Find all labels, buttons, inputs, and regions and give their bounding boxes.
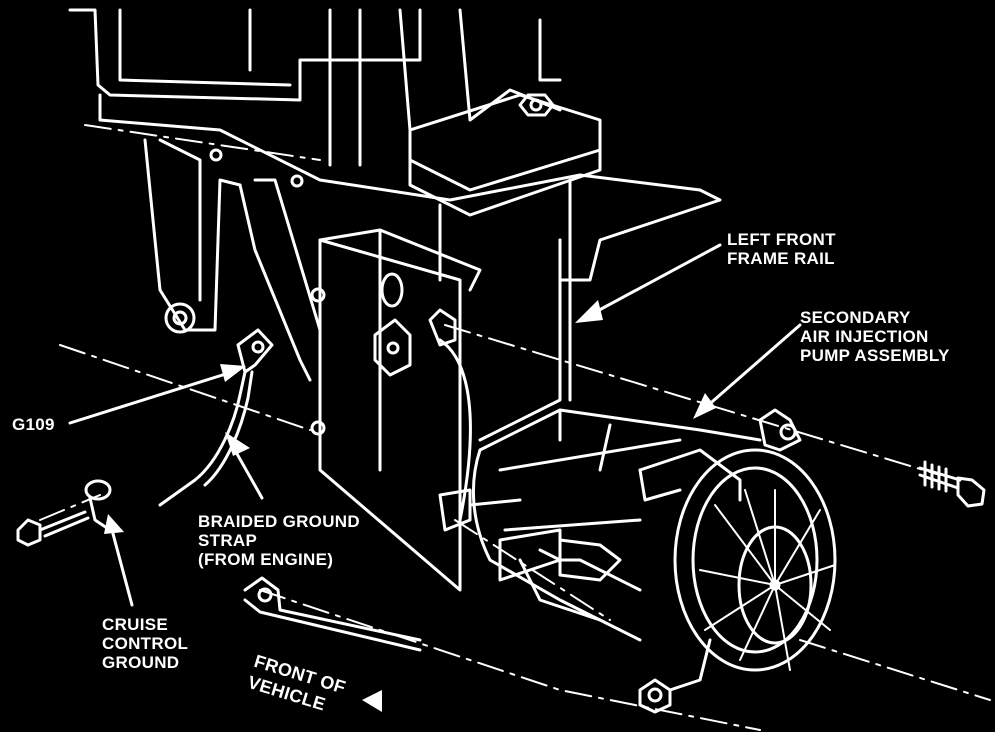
leader-arrows bbox=[68, 243, 802, 607]
right-bolt bbox=[918, 460, 986, 508]
label-line: FRAME RAIL bbox=[727, 249, 835, 268]
left-bracket bbox=[143, 138, 322, 382]
air-pump bbox=[472, 408, 837, 714]
upper-bracket bbox=[68, 8, 722, 282]
cruise-control-ground-label: CRUISE CONTROL GROUND bbox=[102, 615, 188, 672]
label-line: SECONDARY bbox=[800, 308, 911, 327]
label-line: BRAIDED GROUND bbox=[198, 512, 360, 531]
g109-terminal bbox=[158, 328, 274, 507]
left-front-frame-rail-label: LEFT FRONT FRAME RAIL bbox=[727, 230, 836, 268]
label-line: CRUISE bbox=[102, 615, 169, 634]
braided-ground-strap-label: BRAIDED GROUND STRAP (FROM ENGINE) bbox=[198, 512, 360, 569]
label-line: AIR INJECTION bbox=[800, 327, 929, 346]
secondary-air-pump-label: SECONDARY AIR INJECTION PUMP ASSEMBLY bbox=[800, 308, 950, 365]
g109-label: G109 bbox=[12, 415, 55, 434]
cruise-ground-terminal bbox=[16, 479, 112, 547]
top-bolt bbox=[518, 93, 555, 117]
frame-rail bbox=[310, 178, 572, 592]
label-line: (FROM ENGINE) bbox=[198, 550, 334, 569]
label-line: STRAP bbox=[198, 531, 258, 550]
label-line: LEFT FRONT bbox=[727, 230, 836, 249]
arrow-heads bbox=[104, 300, 716, 712]
label-line: CONTROL bbox=[102, 634, 189, 653]
label-line: PUMP ASSEMBLY bbox=[800, 346, 950, 365]
label-line: GROUND bbox=[102, 653, 180, 672]
